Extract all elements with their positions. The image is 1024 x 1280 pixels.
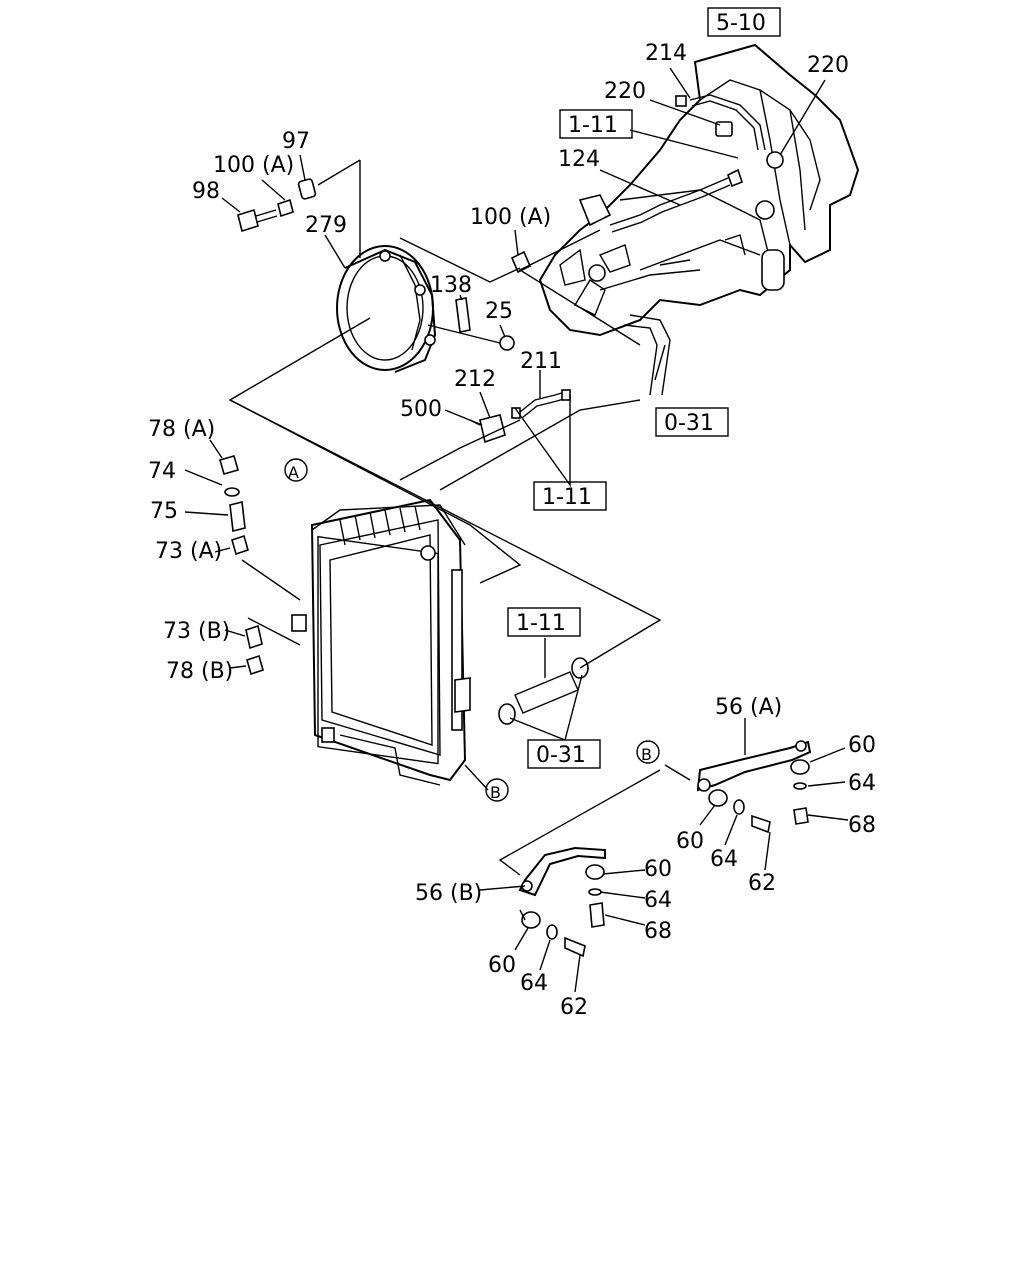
label-56a: 56 (A) (715, 695, 782, 720)
bracket-56b (518, 846, 606, 897)
label-64-r2: 64 (710, 847, 738, 872)
leader-lines (184, 67, 849, 993)
callout-b-bracket: B (641, 745, 652, 764)
label-100a-left: 100 (A) (213, 153, 294, 178)
bracket-138 (455, 297, 471, 333)
callouts: A B B (284, 458, 660, 802)
engine-assembly (538, 43, 860, 396)
ref-box-1-11-top: 1-11 (568, 113, 618, 138)
part-labels: 214 220 220 124 97 100 (A) 98 279 100 (A… (148, 41, 876, 1020)
label-73b: 73 (B) (163, 619, 230, 644)
label-60-m1: 60 (644, 857, 672, 882)
label-220-right: 220 (807, 53, 849, 78)
hose-211 (511, 389, 571, 419)
label-62-m2: 62 (560, 995, 588, 1020)
label-138: 138 (430, 273, 472, 298)
ref-box-0-31-lower: 0-31 (536, 743, 586, 768)
bracket-56a (696, 740, 812, 792)
label-68-m1: 68 (644, 919, 672, 944)
label-62-r2: 62 (748, 871, 776, 896)
label-220-left: 220 (604, 79, 646, 104)
reference-boxes: 5-10 1-11 1-11 1-11 0-31 0-31 (507, 7, 781, 769)
label-68-r1: 68 (848, 813, 876, 838)
label-60-r1: 60 (848, 733, 876, 758)
label-212: 212 (454, 367, 496, 392)
label-500: 500 (400, 397, 442, 422)
label-64-m1: 64 (644, 888, 672, 913)
mount-hardware-left (219, 455, 264, 676)
label-60-m2: 60 (488, 953, 516, 978)
ref-box-1-11-mid: 1-11 (542, 485, 592, 510)
label-56b: 56 (B) (415, 881, 482, 906)
label-60-r2: 60 (676, 829, 704, 854)
fan-shroud (336, 245, 437, 373)
label-25: 25 (485, 299, 513, 324)
ref-box-5-10: 5-10 (716, 11, 766, 36)
label-78b: 78 (B) (166, 659, 233, 684)
assembly-lines (228, 159, 691, 921)
label-73a: 73 (A) (155, 539, 222, 564)
label-279: 279 (305, 213, 347, 238)
bolt-25 (499, 335, 515, 351)
ref-box-0-31-upper: 0-31 (664, 411, 714, 436)
label-64-m2: 64 (520, 971, 548, 996)
callout-a: A (288, 463, 299, 482)
bolt-set-98 (237, 178, 317, 233)
label-211: 211 (520, 349, 562, 374)
label-64-r1: 64 (848, 771, 876, 796)
label-78a: 78 (A) (148, 417, 215, 442)
radiator-assembly (291, 498, 471, 786)
label-124: 124 (558, 147, 600, 172)
mount-hardware-right (521, 759, 810, 958)
label-74: 74 (148, 459, 176, 484)
label-100a-right: 100 (A) (470, 205, 551, 230)
label-98: 98 (192, 179, 220, 204)
callout-b-radiator: B (490, 783, 501, 802)
ref-box-1-11-lower: 1-11 (516, 611, 566, 636)
lower-hose (498, 657, 589, 725)
label-75: 75 (150, 499, 178, 524)
label-97: 97 (282, 129, 310, 154)
label-214: 214 (645, 41, 687, 66)
sensor-500 (469, 414, 506, 444)
